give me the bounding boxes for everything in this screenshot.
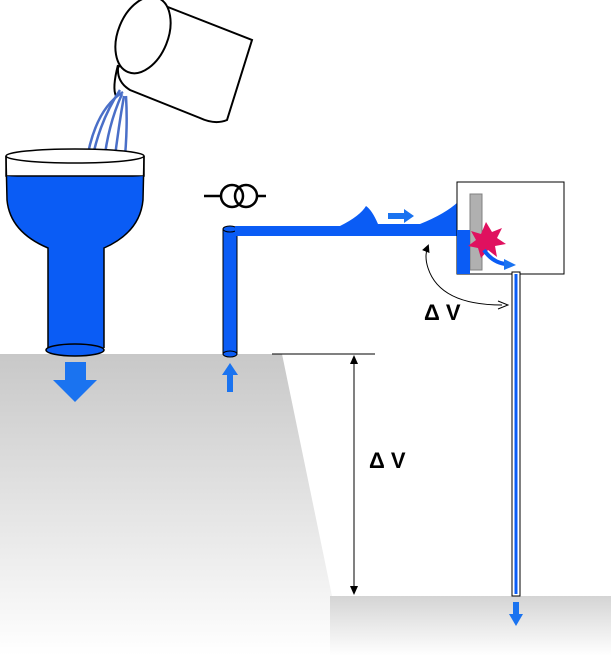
horizontal-channel (235, 202, 470, 236)
upper-ground (0, 354, 611, 656)
voltage-drop-curve-arrow (422, 244, 510, 310)
pouring-beaker-icon (113, 0, 254, 124)
inflow-arrow-up (222, 363, 238, 392)
load-box (456, 181, 565, 275)
drain-arrow-down (509, 602, 523, 626)
delta-v-label-upper: Δ V (424, 300, 461, 325)
lower-ground (330, 596, 611, 656)
drain-pipe (511, 271, 521, 597)
delta-v-label-lower: Δ V (369, 448, 406, 473)
transformer-symbol-icon (204, 183, 266, 209)
outflow-arrow (53, 362, 97, 402)
spark-burst-icon (468, 222, 506, 258)
height-dimension-arrow (350, 355, 358, 595)
drain-connector (482, 248, 516, 270)
funnel-icon (5, 148, 145, 357)
flow-arrow-right (388, 209, 414, 223)
riser-pipe (222, 225, 238, 358)
